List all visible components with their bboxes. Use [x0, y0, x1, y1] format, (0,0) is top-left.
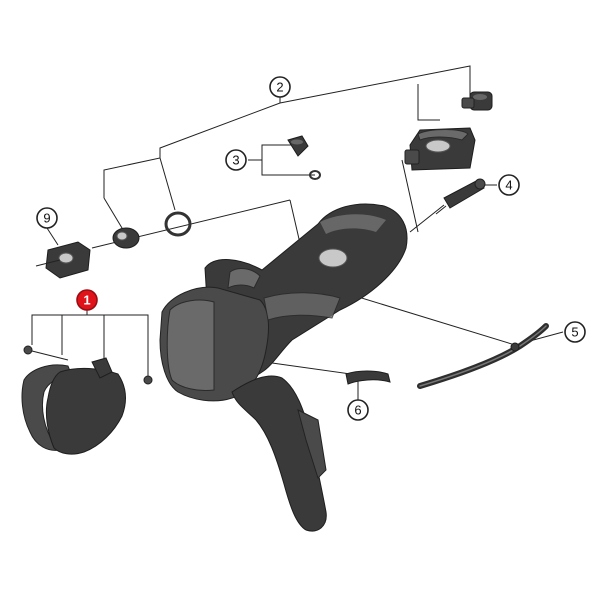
callout-9[interactable]: 9 [36, 207, 58, 229]
callout-4[interactable]: 4 [498, 174, 520, 196]
leader-2-to-plug [103, 197, 126, 234]
callout-3[interactable]: 3 [225, 149, 247, 171]
callout-3-label: 3 [232, 153, 239, 168]
leader-clamp-to-body [401, 159, 419, 233]
plug-part [112, 227, 140, 249]
leader-lines [27, 65, 564, 400]
callout-6-label: 6 [354, 403, 361, 418]
large-oring-part [164, 211, 192, 237]
small-screw-part [287, 135, 309, 157]
bolt-part [461, 91, 493, 111]
callout-4-label: 4 [505, 178, 512, 193]
callout-1-label: 1 [83, 293, 90, 308]
clip-part [345, 370, 391, 385]
callout-2[interactable]: 2 [269, 76, 291, 98]
clamp-band-part [404, 127, 476, 171]
leader-9 [46, 227, 59, 246]
leader-1-screw [27, 349, 69, 361]
leader-3-bracket [261, 144, 315, 176]
callout-6[interactable]: 6 [347, 399, 369, 421]
leader-2-to-oring [159, 157, 176, 211]
rod-part [417, 323, 549, 389]
leader-2-bracket [103, 65, 471, 198]
callout-5-label: 5 [571, 325, 578, 340]
callout-5[interactable]: 5 [564, 321, 586, 343]
callout-2-label: 2 [276, 80, 283, 95]
pin-part [435, 178, 486, 215]
small-oring-part [309, 170, 321, 180]
leader-4b [409, 204, 445, 233]
leader-2-to-clamp [417, 84, 440, 121]
callout-1[interactable]: 1 [76, 289, 98, 311]
main-lever-body [159, 203, 408, 532]
leader-1-bracket [31, 314, 149, 378]
cover-block-part [35, 241, 91, 279]
hood-cover-part [21, 345, 153, 455]
callout-9-label: 9 [43, 211, 50, 226]
